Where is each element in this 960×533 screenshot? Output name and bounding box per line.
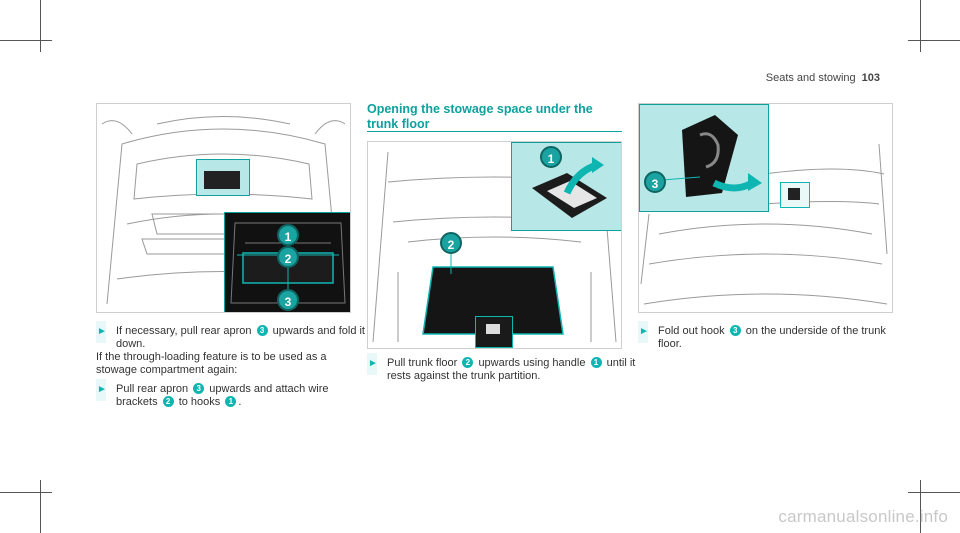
note-through-loading: If the through-loading feature is to be … <box>96 351 327 376</box>
crop-mark <box>908 492 960 493</box>
detail-inset: 1 2 3 <box>224 212 350 312</box>
crop-mark <box>908 40 960 41</box>
page-number: 103 <box>861 72 880 84</box>
detail-inset: 1 <box>511 142 621 231</box>
crop-mark <box>920 0 921 52</box>
badge-3: 3 <box>256 325 268 336</box>
badge-1: 1 <box>225 396 237 407</box>
hook-location-icon <box>788 188 800 200</box>
step-attach-wire-brackets: ► Pull rear apron 3 upwards and attach w… <box>96 379 369 409</box>
badge-3: 3 <box>193 383 205 394</box>
figure-hook: 3 <box>638 103 893 313</box>
step-bar <box>638 321 648 343</box>
crop-mark <box>40 480 41 533</box>
step-pull-trunk-floor: ► Pull trunk floor 2 upwards using handl… <box>367 353 640 383</box>
rear-apron-mini <box>204 171 240 189</box>
crop-mark <box>0 492 52 493</box>
badge-2: 2 <box>462 357 474 368</box>
step-arrow-icon: ► <box>639 326 649 337</box>
step-bar <box>96 379 106 401</box>
handle-detail-illustration <box>532 157 607 218</box>
step-bar <box>367 353 377 375</box>
title-rule <box>367 131 622 132</box>
section-title: Opening the stowage space under the trun… <box>367 102 593 131</box>
running-header: Seats and stowing 103 <box>766 72 880 84</box>
badge-2: 2 <box>162 396 174 407</box>
badge-1: 1 <box>590 357 602 368</box>
callout-1: 1 <box>540 146 562 168</box>
section-name: Seats and stowing <box>765 72 856 84</box>
trunk-open-illustration <box>640 143 888 305</box>
step-fold-out-hook: ► Fold out hook 3 on the underside of th… <box>638 321 911 351</box>
callout-3: 3 <box>277 289 299 311</box>
callout-3: 3 <box>644 171 666 193</box>
crop-mark <box>920 480 921 533</box>
callout-2: 2 <box>440 232 462 254</box>
step-arrow-icon: ► <box>368 358 378 369</box>
crop-mark <box>40 0 41 52</box>
crop-mark <box>0 40 52 41</box>
callout-1: 1 <box>277 224 299 246</box>
step-arrow-icon: ► <box>97 384 107 395</box>
hook-detail-illustration <box>661 115 762 197</box>
handle-icon <box>486 324 500 334</box>
figure-trunk-floor: 2 1 <box>367 141 622 349</box>
step-arrow-icon: ► <box>97 326 107 337</box>
detail-inset: 3 <box>639 104 769 212</box>
step-bar <box>96 321 106 343</box>
figure-rear-apron: 1 2 3 <box>96 103 351 313</box>
badge-3: 3 <box>729 325 741 336</box>
callout-2: 2 <box>277 246 299 268</box>
watermark: carmanualsonline.info <box>778 507 948 526</box>
step-pull-rear-apron: ► If necessary, pull rear apron 3 upward… <box>96 321 369 351</box>
